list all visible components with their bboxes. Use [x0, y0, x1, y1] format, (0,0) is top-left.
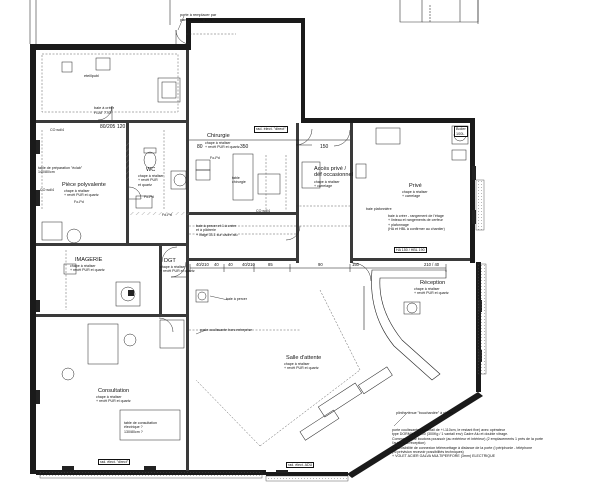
dimension-corridor-7: 150 [352, 262, 359, 267]
room-note-private: chape à réaliser + carrelage [402, 190, 428, 199]
room-name-wc: WC [146, 167, 156, 173]
room-name-private: Privé [409, 183, 422, 189]
reception-counter [363, 269, 447, 381]
bay-pierce-label: baie à percer [226, 297, 247, 301]
dimension-corridor-4: 40/210 [242, 262, 255, 267]
dimension-corridor-3: 40 [228, 262, 233, 267]
radiator-label-bottom-right: rad. élect. ADU [286, 462, 315, 469]
room-note-reception: chape à réaliser + revêt PUR et quartz [414, 287, 449, 296]
door-swings [97, 29, 372, 333]
prep-table-label: table de préparation "éclab" 140/80/cm [38, 166, 83, 175]
dimension-entry-width: 120 [117, 124, 126, 130]
surgery-table-label: table chirurgie [232, 176, 246, 185]
dimension-corridor-6: 90 [318, 262, 323, 267]
room-note-wc: chape à réaliser + revêt PUR et quartz [138, 174, 164, 187]
room-code-surgery: Fo-Pd [210, 156, 220, 160]
dimension-line-corridor [189, 139, 447, 272]
room-name-surgery: Chirurgie [207, 133, 230, 139]
leader-lines [177, 15, 409, 427]
room-code-polyvalente: Fo-Pd [74, 200, 84, 204]
room-name-private-access: Accès privé / déf occasionnel [314, 166, 353, 178]
sliding-door-spec: porte coulissante (1 vantail de +/-110cm… [392, 428, 544, 459]
wall-hatching [126, 140, 190, 215]
co-label-surgery: CO wd/4 [256, 209, 270, 213]
door-replace-note: porte à remplacer par pare-flammes 1/2h [180, 13, 217, 22]
dimension-corridor-5: 85 [268, 262, 273, 267]
sliding-door-label: porte coulissante hors entreprise [200, 328, 253, 332]
consult-table-label: table de consultation électrique ? 130/8… [124, 421, 157, 434]
room-note-private-access: chape à réaliser + carrelage [314, 180, 340, 189]
radiator-label-bottom-left: rad. élect. "direct" [98, 459, 131, 466]
room-name-dgt: DGT [164, 258, 176, 264]
dimension-surgery-a: 80 [197, 144, 203, 150]
boiler-label: Boiler 100L [454, 126, 468, 138]
co-label-wc: CO wd/4 [50, 128, 64, 132]
dimension-corridor-2: 40 [214, 262, 219, 267]
room-name-polyvalente: Pièce polyvalente [62, 182, 106, 188]
room-note-consultation: chape à réaliser + revêt PUR et quartz [96, 395, 131, 404]
facade-windows [39, 179, 487, 482]
equipment-label: eteillpubl [84, 74, 99, 78]
room-note-surgery: chape à réaliser + revêt PUR et quartz [205, 141, 240, 150]
dimension-entry: 80/205 [100, 124, 116, 130]
room-note-imaging: chape à réaliser + revêt PUR et quartz [70, 264, 105, 273]
neighbor-building-outline [29, 0, 479, 44]
room-note-waiting: chape à réaliser + revêt PUR et quartz [284, 362, 319, 371]
room-code-wc: Fo-Pd [144, 195, 154, 199]
dashed-lines [41, 33, 361, 447]
room-name-imaging: IMAGERIE [75, 257, 103, 263]
plinth-note: plinthe ténue "bouchardée" à placer [396, 411, 453, 415]
room-name-consultation: Consultation [98, 388, 130, 394]
fo-pd-label: Fo-Pd [162, 213, 172, 217]
radiator-label-surgery: rad. élect. "direct" [254, 126, 288, 133]
interior-walls [36, 50, 470, 471]
ha-hbl-label: HA 150 / HBL 190 [394, 247, 427, 254]
dimension-surgery-b: 350 [240, 144, 249, 150]
room-note-dgt: chape à réaliser + revêt PUR et quartz [160, 265, 195, 274]
bay-storage-note: baie à créer - rangement de l'étage + li… [388, 214, 445, 232]
dimension-corridor-1: 40/210 [196, 262, 209, 267]
room-note-polyvalente: chape à réaliser + revêt PUR et quartz [64, 189, 99, 198]
room-name-waiting: Salle d'attente [286, 355, 322, 361]
bay-note-top: baie à créer FLAT 77/2 [94, 106, 115, 115]
room-name-reception: Réception [420, 280, 446, 286]
bay-ceiling-label: baie plafonnière [366, 207, 392, 211]
co-label-polyvalente: CO wd/4 [40, 188, 54, 192]
dimension-surgery-c: 150 [320, 144, 329, 150]
dimension-corridor-8: 210 / 40 [424, 262, 440, 267]
bay-pierce-note: baie à percer et 1 à créer et à plâtreri… [196, 224, 238, 237]
